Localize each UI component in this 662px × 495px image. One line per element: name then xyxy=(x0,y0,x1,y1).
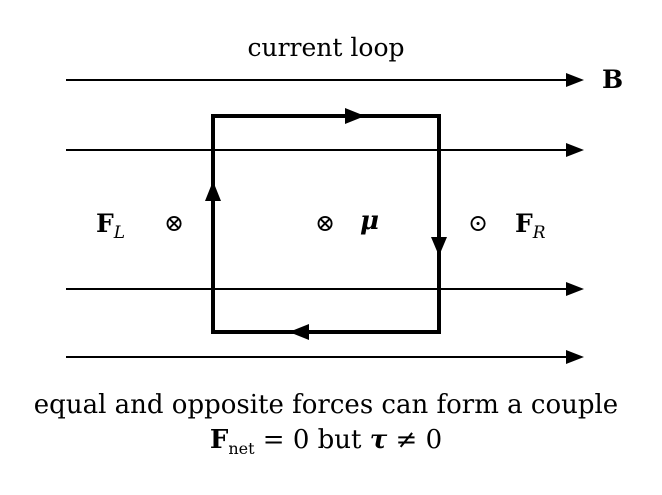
into-page-symbol-left: ⊗ xyxy=(164,209,184,237)
field-label: B xyxy=(602,65,623,94)
right-force-label: FR xyxy=(515,209,546,243)
current-arrow-left xyxy=(205,181,221,201)
left-force-label: FL xyxy=(96,209,125,243)
current-loop xyxy=(205,108,447,340)
loop-rectangle xyxy=(211,114,441,334)
field-arrowhead xyxy=(566,282,584,296)
out-of-page-symbol-right: ⊙ xyxy=(468,209,488,237)
magnetic-field-lines xyxy=(66,73,584,364)
into-page-symbol-moment: ⊗ xyxy=(315,209,335,237)
caption-line-2: Fnet = 0 but τ ≠ 0 xyxy=(210,425,442,458)
caption-line-1: equal and opposite forces can form a cou… xyxy=(34,390,618,420)
current-arrow-bottom xyxy=(289,324,309,340)
current-arrow-top xyxy=(345,108,365,124)
current-arrow-right xyxy=(431,237,447,256)
field-arrowhead xyxy=(566,73,584,87)
magnetic-moment-label: μ xyxy=(360,206,379,236)
field-arrowhead xyxy=(566,350,584,364)
field-arrowhead xyxy=(566,143,584,157)
diagram-title: current loop xyxy=(248,33,405,62)
